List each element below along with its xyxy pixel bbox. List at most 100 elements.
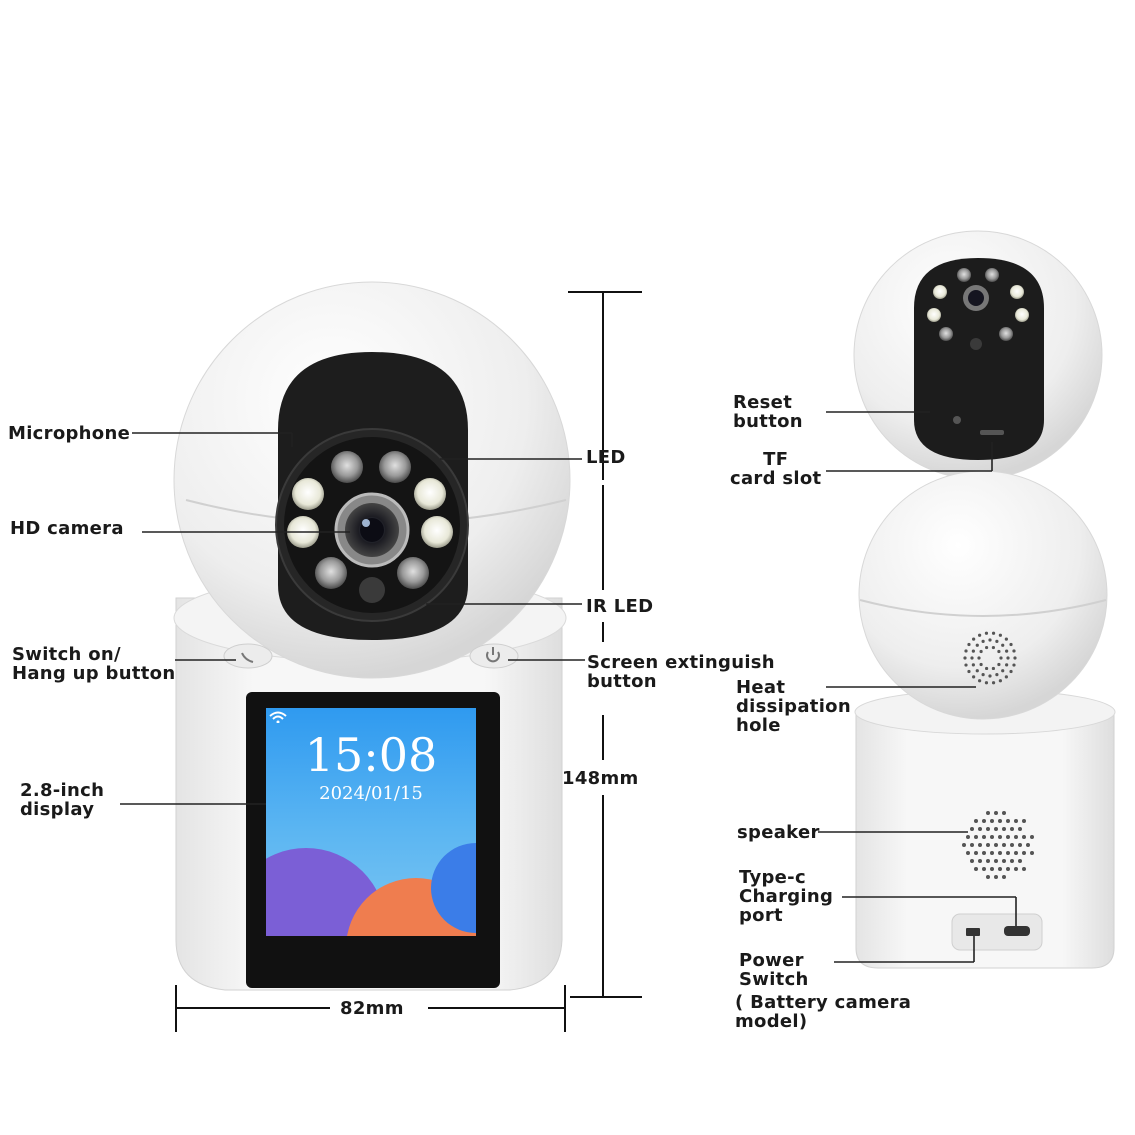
hole	[982, 867, 986, 871]
label-reset: Reset button	[733, 392, 803, 432]
hole	[997, 649, 1001, 654]
hole	[1010, 827, 1014, 831]
hole	[974, 851, 978, 855]
hole	[1002, 843, 1006, 847]
hole	[994, 875, 998, 879]
hole	[1009, 642, 1013, 647]
hole	[975, 669, 979, 673]
hole	[998, 867, 1002, 871]
hole	[990, 867, 994, 871]
hole	[970, 656, 974, 660]
label-microphone: Microphone	[8, 423, 131, 444]
hole	[967, 669, 971, 674]
hole	[1005, 663, 1009, 667]
type-c-port	[1004, 926, 1030, 936]
hole	[985, 645, 989, 650]
hole	[999, 656, 1003, 660]
hole	[1005, 649, 1009, 653]
power-switch[interactable]	[966, 928, 980, 936]
label-height: 148mm	[562, 768, 639, 789]
hole	[1012, 649, 1016, 653]
led	[359, 577, 385, 603]
hole	[997, 662, 1001, 667]
hole	[1014, 851, 1018, 855]
hole	[974, 867, 978, 871]
label-tf-card: TF card slot	[730, 449, 822, 489]
dimension-lines	[175, 291, 642, 1032]
hole	[971, 663, 975, 667]
label-display: 2.8-inch display	[20, 780, 105, 820]
led	[421, 516, 453, 548]
hole	[970, 827, 974, 831]
hole	[998, 819, 1002, 823]
hole	[1022, 851, 1026, 855]
hole	[982, 851, 986, 855]
hole	[1006, 835, 1010, 839]
hole	[1002, 827, 1006, 831]
hang-up-button[interactable]	[223, 643, 273, 669]
led-ring	[287, 451, 453, 603]
hole	[1030, 851, 1034, 855]
label-screen-extinguish: Screen extinguish button	[587, 652, 775, 692]
hole	[991, 666, 995, 671]
hole	[978, 633, 982, 637]
hole	[981, 673, 985, 677]
hole	[1018, 827, 1022, 831]
hole	[1018, 859, 1022, 863]
screen-extinguish-button[interactable]	[469, 643, 519, 669]
hole	[1006, 851, 1010, 855]
led	[315, 557, 347, 589]
hole	[970, 859, 974, 863]
hole	[962, 843, 966, 847]
led	[414, 478, 446, 510]
hole	[995, 673, 999, 677]
hole	[1006, 819, 1010, 823]
led	[397, 557, 429, 589]
hole	[972, 637, 976, 641]
hole	[986, 859, 990, 863]
hole	[991, 631, 996, 635]
hole	[970, 843, 974, 847]
hole	[1022, 835, 1026, 839]
hole	[978, 859, 982, 863]
hole	[967, 642, 971, 647]
hole	[994, 827, 998, 831]
hole	[1002, 859, 1006, 863]
label-width: 82mm	[340, 998, 404, 1019]
hole	[981, 639, 985, 643]
hole	[1010, 843, 1014, 847]
hole	[986, 827, 990, 831]
hole	[988, 638, 992, 642]
hd-camera-lens	[334, 492, 410, 568]
hole	[1026, 843, 1030, 847]
label-ir-led: IR LED	[586, 596, 654, 617]
hole	[975, 643, 979, 647]
hole	[1001, 643, 1005, 647]
hole	[963, 656, 967, 660]
led	[292, 478, 324, 510]
hole	[998, 851, 1002, 855]
hole	[991, 645, 995, 650]
hole	[994, 859, 998, 863]
hole	[1002, 811, 1006, 815]
led	[379, 451, 411, 483]
back-view	[854, 470, 1116, 969]
front-view-small	[853, 230, 1103, 480]
hole	[990, 851, 994, 855]
hole	[1014, 867, 1018, 871]
label-led: LED	[586, 447, 626, 468]
hole	[978, 843, 982, 847]
hole	[964, 649, 968, 653]
power-icon	[486, 647, 500, 663]
hole	[986, 811, 990, 815]
hole	[1018, 843, 1022, 847]
hole	[994, 843, 998, 847]
leader-lines	[120, 411, 1017, 963]
hole	[978, 827, 982, 831]
screen-time: 15:08	[304, 728, 438, 782]
screen-date: 2024/01/15	[319, 783, 423, 804]
hole	[1002, 875, 1006, 879]
wifi-icon	[269, 711, 287, 723]
hole	[986, 843, 990, 847]
